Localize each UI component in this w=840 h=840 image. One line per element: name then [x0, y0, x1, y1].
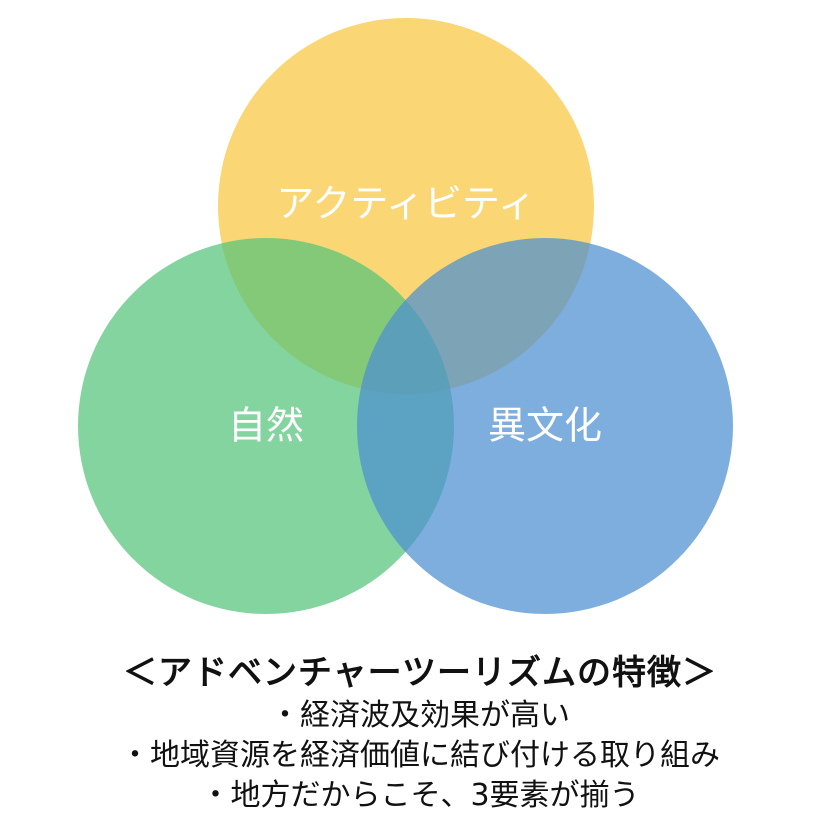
- caption-line: ・地方だからこそ、3要素が揃う: [200, 778, 640, 813]
- caption-title: ＜アドベンチャーツーリズムの特徴＞: [123, 653, 717, 693]
- caption: ＜アドベンチャーツーリズムの特徴＞ ・経済波及効果が高い ・地域資源を経済価値に…: [0, 650, 840, 816]
- caption-line: ・経済波及効果が高い: [270, 698, 570, 733]
- caption-line: ・地域資源を経済価値に結び付ける取り組み: [120, 738, 720, 773]
- label-nature: 自然: [228, 404, 304, 448]
- circle-nature: [78, 238, 454, 614]
- label-culture: 異文化: [488, 404, 602, 448]
- circle-culture: [357, 238, 733, 614]
- venn-diagram: アクティビティ 自然 異文化: [78, 18, 733, 614]
- label-activity: アクティビティ: [276, 182, 536, 226]
